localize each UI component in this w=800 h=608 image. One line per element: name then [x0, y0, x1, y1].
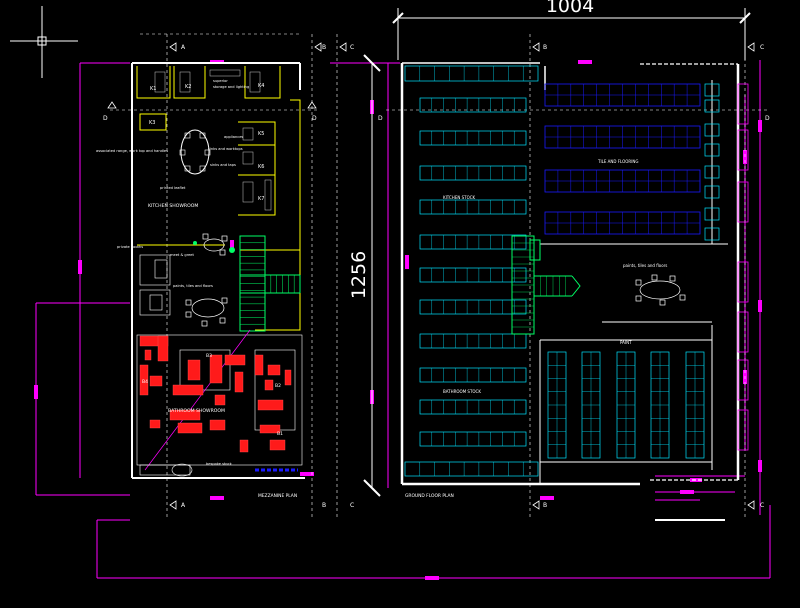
svg-text:B: B	[543, 502, 547, 509]
bathroom-showroom-label: BATHROOM SHOWROOM	[168, 408, 225, 414]
grid-axes	[110, 33, 770, 520]
svg-text:printed leaflet: printed leaflet	[160, 186, 186, 190]
kitchen-rooms: K1 K2 K3 K4 K5 K6 K7	[149, 83, 264, 202]
ground-labels: TILE AND FLOORING KITCHEN STOCK BATHROOM…	[443, 159, 667, 394]
kitchen-units	[154, 69, 272, 211]
shelf-divisions	[419, 66, 524, 476]
svg-text:private booths: private booths	[117, 245, 143, 249]
svg-text:K1: K1	[150, 86, 156, 92]
svg-text:superior: superior	[213, 79, 228, 83]
svg-text:D: D	[312, 115, 317, 122]
ground-plan-title: GROUND FLOOR PLAN	[405, 493, 454, 499]
svg-text:bespoke stock: bespoke stock	[206, 462, 233, 466]
mezzanine-plan: K1 K2 K3 K4 K5 K6 K7 superior storage an…	[96, 62, 305, 499]
grid-markers	[107, 42, 755, 510]
ground-paints-tiles-label: paints, tiles and floors	[623, 263, 667, 268]
svg-text:K5: K5	[258, 131, 264, 137]
svg-text:K6: K6	[258, 164, 264, 170]
svg-text:storage and lighting: storage and lighting	[213, 85, 249, 89]
svg-text:K3: K3	[149, 120, 155, 126]
height-dimension-text: 1256	[348, 251, 370, 299]
bathroom-fixtures	[139, 335, 292, 453]
svg-text:K2: K2	[185, 84, 191, 90]
bathroom-rooms: B4 B3 B2 B1	[142, 353, 283, 437]
kitchen-chairs	[179, 132, 211, 172]
mezzanine-labels: superior storage and lighting appliances…	[96, 79, 249, 466]
svg-text:C: C	[760, 502, 764, 509]
svg-text:K7: K7	[258, 196, 264, 202]
svg-text:B: B	[543, 44, 547, 51]
bathroom-stock-label: BATHROOM STOCK	[443, 389, 481, 394]
svg-text:B2: B2	[275, 383, 281, 389]
svg-text:C: C	[350, 502, 354, 509]
height-dimension: 1256	[348, 54, 381, 497]
paint-shelf-divisions	[548, 352, 704, 458]
bespoke-stock	[139, 463, 193, 477]
svg-text:appliances: appliances	[224, 135, 243, 139]
dimension-ticks	[34, 60, 762, 580]
svg-text:K4: K4	[258, 83, 264, 89]
mezzanine-plan-title: MEZZANINE PLAN	[258, 493, 297, 499]
plant-icons	[193, 241, 235, 253]
svg-text:D: D	[103, 115, 108, 122]
ground-wall-markers	[737, 83, 749, 451]
paint-label: PAINT	[620, 340, 632, 345]
svg-text:C: C	[350, 44, 354, 51]
svg-text:D: D	[378, 115, 383, 122]
svg-text:sinks and taps: sinks and taps	[210, 163, 236, 167]
kitchen-showroom-label: KITCHEN SHOWROOM	[148, 203, 198, 209]
svg-text:B: B	[322, 44, 326, 51]
svg-text:B4: B4	[142, 379, 148, 385]
svg-text:B1: B1	[277, 431, 283, 437]
ground-partitions	[539, 80, 728, 484]
racking-divisions	[545, 84, 700, 234]
svg-text:paints, tiles and floors: paints, tiles and floors	[173, 284, 213, 288]
grid-bubbles: A A B B C C B B C C D D D D	[103, 44, 770, 509]
svg-text:sinks and worktops: sinks and worktops	[208, 147, 243, 151]
svg-text:A: A	[181, 44, 186, 51]
kitchen-zone	[136, 66, 301, 331]
tile-display-boxes	[704, 83, 720, 241]
ground-stair-treads	[512, 242, 566, 328]
bathroom-diagonal	[144, 329, 251, 471]
kitchen-stock-label: KITCHEN STOCK	[443, 195, 476, 200]
kitchen-stock-shelving	[404, 65, 539, 477]
svg-text:B: B	[322, 502, 326, 509]
private-booths	[139, 254, 171, 316]
svg-text:associated range, work top and: associated range, work top and handles	[96, 149, 168, 153]
width-dimension-text: 1004	[546, 0, 594, 17]
svg-text:D: D	[765, 115, 770, 122]
meet-greet-furniture	[185, 233, 228, 327]
tile-flooring-label: TILE AND FLOORING	[597, 159, 638, 164]
width-dimension: 1004	[392, 0, 751, 60]
kitchen-island	[180, 129, 210, 175]
svg-text:A: A	[181, 502, 186, 509]
svg-text:B3: B3	[206, 353, 212, 359]
crosshair-cursor-icon	[10, 6, 78, 78]
svg-text:meet & greet: meet & greet	[170, 253, 195, 257]
mezzanine-stair-treads	[240, 242, 295, 325]
paints-tiles-seating	[635, 274, 686, 306]
svg-text:C: C	[760, 44, 764, 51]
ground-floor-plan: TILE AND FLOORING KITCHEN STOCK BATHROOM…	[400, 62, 749, 521]
